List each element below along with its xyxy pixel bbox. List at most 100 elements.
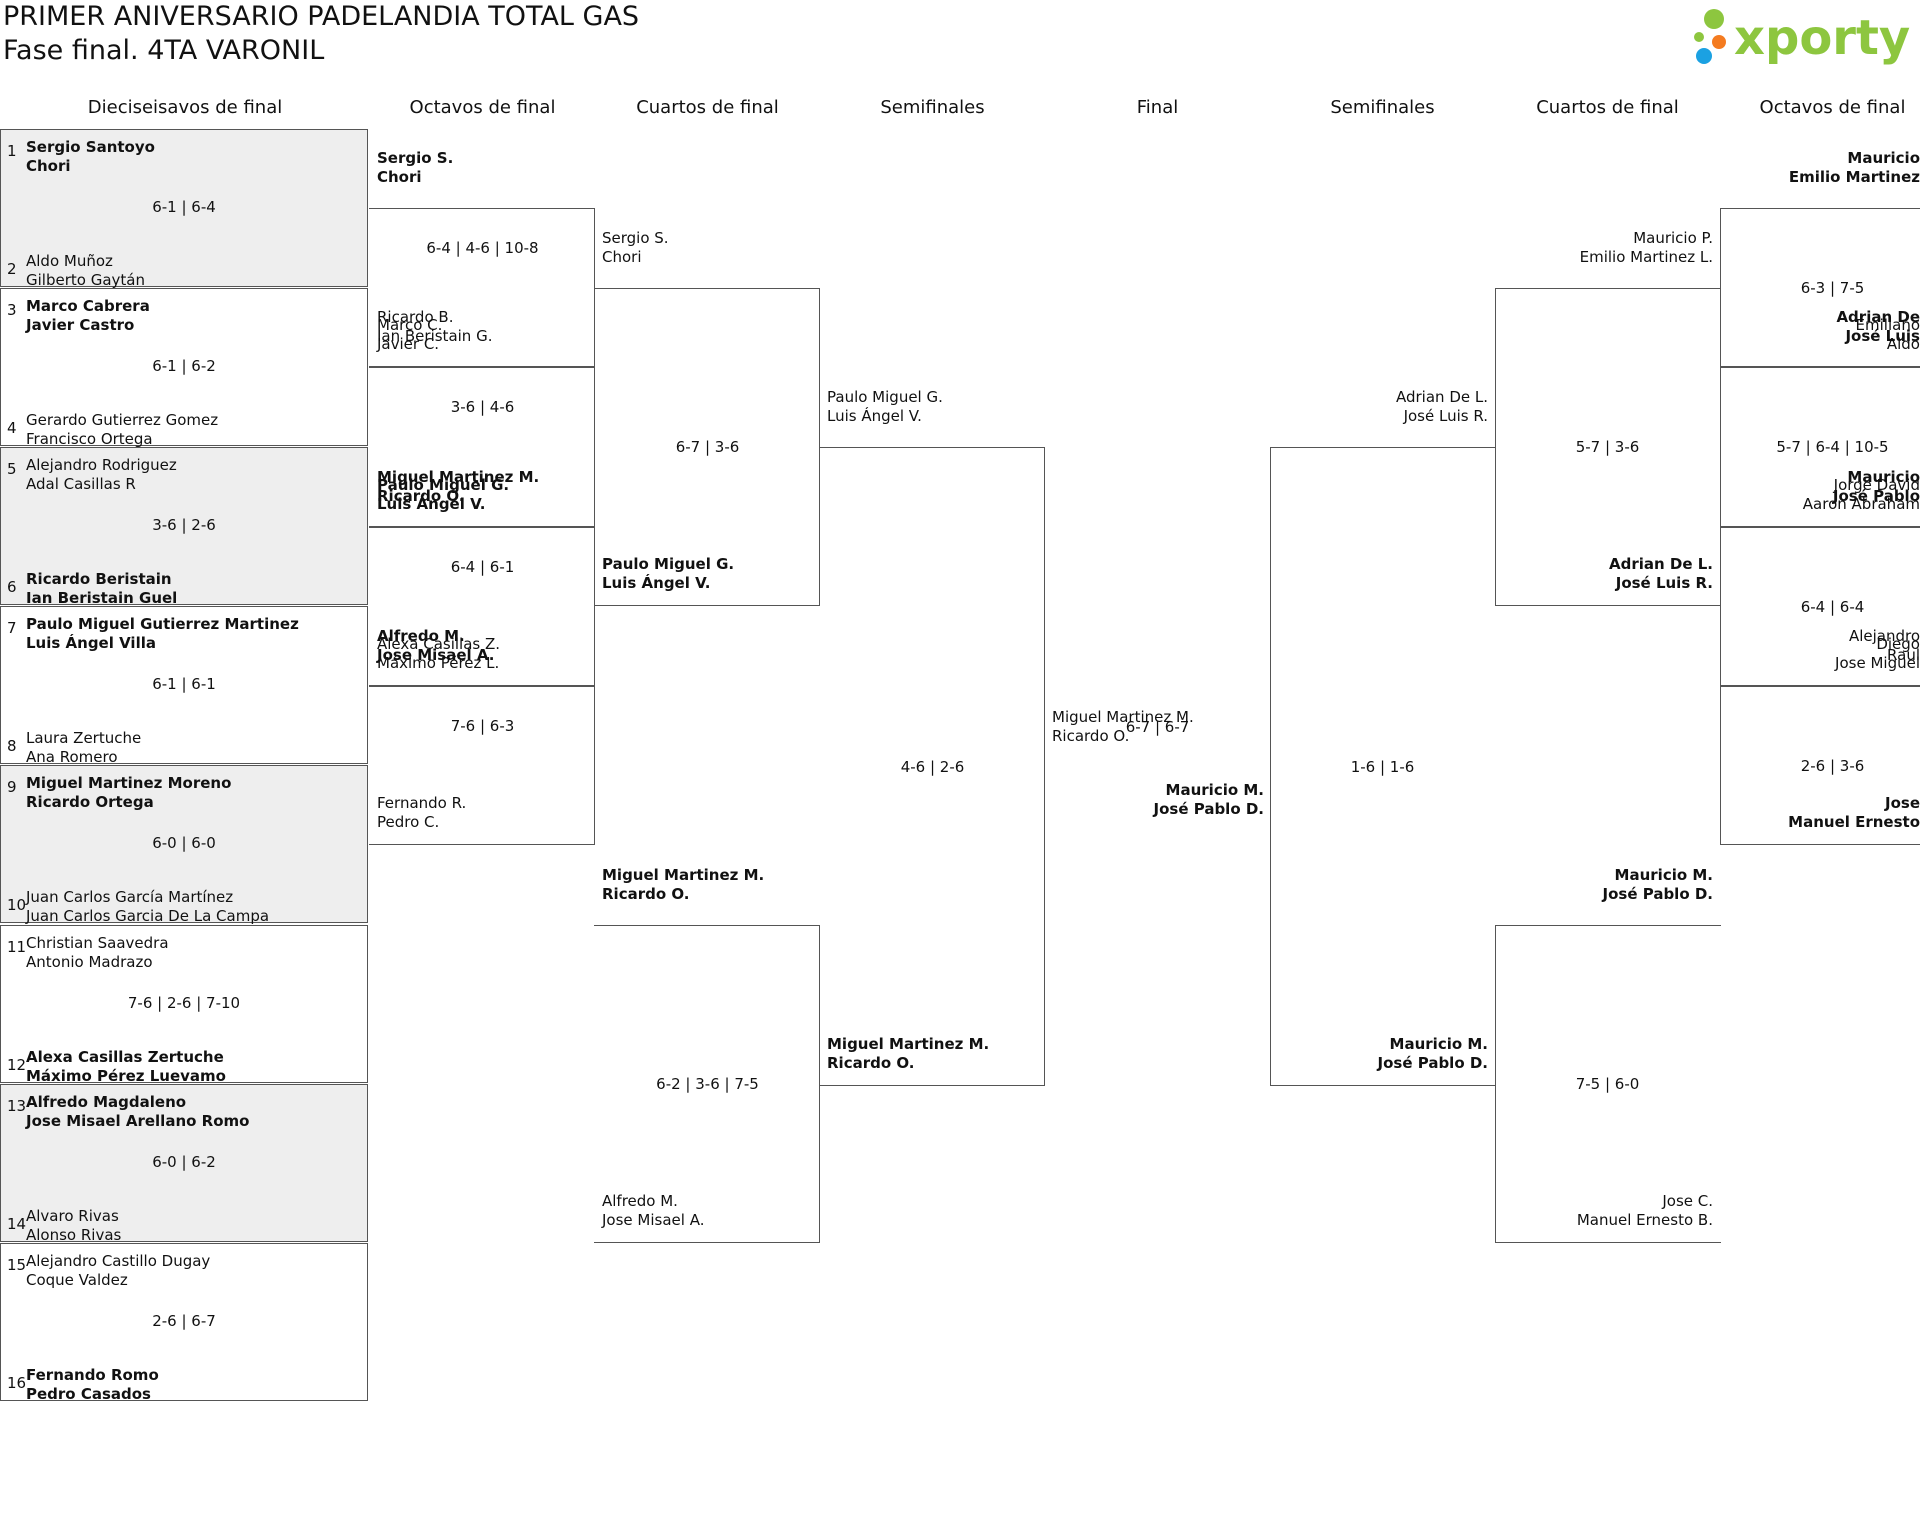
round-heading: Final <box>1136 97 1179 118</box>
team-player-name: Paulo Miguel G. <box>602 555 735 573</box>
team-player-name: Marco Cabrera <box>26 297 150 315</box>
logo-wordmark: xporty <box>1734 10 1910 66</box>
team-player-name: Emilio Martinez L. <box>1579 248 1713 266</box>
team-player-name: Jose Miguel <box>1835 654 1920 672</box>
bracket-connector <box>369 208 595 367</box>
team-player-name: Javier C. <box>377 335 440 353</box>
seed-number: 5 <box>7 460 17 478</box>
bracket-connector <box>594 925 820 1243</box>
team-player-name: Alejandro <box>1848 627 1920 645</box>
match-score: 3-6 | 4-6 <box>450 398 515 416</box>
team-player-name: Gilberto Gaytán <box>26 271 145 289</box>
team-player-name: Chori <box>377 168 422 186</box>
match-score: 6-0 | 6-0 <box>152 834 216 852</box>
seed-number: 12 <box>7 1056 27 1074</box>
team-player-name: Alfredo M. <box>377 627 465 645</box>
team-player-name: Sergio Santoyo <box>26 138 155 156</box>
match-score: 6-4 | 4-6 | 10-8 <box>426 239 539 257</box>
bracket-connector <box>369 527 595 686</box>
seed-number: 7 <box>7 619 17 637</box>
team-player-name: Alvaro Rivas <box>26 1207 119 1225</box>
team-player-name: Chori <box>602 248 642 266</box>
team-player-name: Aldo Muñoz <box>26 252 113 270</box>
team-player-name: Alejandro Castillo Dugay <box>26 1252 211 1270</box>
seed-number: 15 <box>7 1256 27 1274</box>
seed-number: 4 <box>7 419 17 437</box>
team-player-name: Jose C. <box>1662 1192 1713 1210</box>
round-heading: Dieciseisavos de final <box>87 97 283 118</box>
match-score: 6-4 | 6-4 <box>1800 598 1865 616</box>
match-score: 6-3 | 7-5 <box>1800 279 1865 297</box>
match-score: 6-7 | 6-7 <box>1125 718 1190 736</box>
team-player-name: Javier Castro <box>26 316 135 334</box>
team-player-name: Emilio Martinez <box>1788 168 1920 186</box>
match-box[interactable] <box>0 606 368 764</box>
team-player-name: Aaron Abraham <box>1802 495 1920 513</box>
bracket-connector <box>1495 288 1721 606</box>
match-box[interactable] <box>0 1084 368 1242</box>
team-player-name: Fernando Romo <box>26 1366 159 1384</box>
match-score: 6-4 | 6-1 <box>450 558 515 576</box>
match-box[interactable] <box>0 925 368 1083</box>
team-player-name: Mauricio M. <box>1614 866 1713 884</box>
seed-number: 2 <box>7 260 17 278</box>
team-player-name: Ricardo O. <box>377 487 465 505</box>
team-player-name: Ricardo B. <box>377 308 454 326</box>
team-player-name: Miguel Martinez M. <box>1052 708 1194 726</box>
match-score: 6-0 | 6-2 <box>152 1153 216 1171</box>
team-player-name: Gerardo Gutierrez Gomez <box>26 411 219 429</box>
team-player-name: Fernando R. <box>377 794 467 812</box>
bracket-connector <box>369 686 595 845</box>
team-player-name: José Pablo D. <box>1602 885 1713 903</box>
team-player-name: José Luis R. <box>1403 407 1488 425</box>
team-player-name: Jose Misael A. <box>602 1211 705 1229</box>
match-score: 6-2 | 3-6 | 7-5 <box>656 1075 759 1093</box>
match-box[interactable] <box>0 447 368 605</box>
team-player-name: Emiliano <box>1855 316 1920 334</box>
round-heading: Octavos de final <box>1759 97 1906 118</box>
team-player-name: Máximo Pérez L. <box>377 654 500 672</box>
team-player-name: Máximo Pérez Luevamo <box>26 1067 226 1085</box>
team-player-name: Sergio S. <box>377 149 454 167</box>
round-heading: Semifinales <box>880 97 985 118</box>
team-player-name: Alfredo M. <box>602 1192 678 1210</box>
team-player-name: Laura Zertuche <box>26 729 142 747</box>
match-score: 1-6 | 1-6 <box>1350 758 1415 776</box>
team-player-name: José Pablo D. <box>1377 1054 1488 1072</box>
team-player-name: Mauricio M. <box>1165 781 1264 799</box>
seed-number: 3 <box>7 301 17 319</box>
xporty-logo-icon: xporty <box>1694 9 1910 66</box>
team-player-name: José Luis R. <box>1615 574 1713 592</box>
seed-number: 10 <box>7 896 27 914</box>
xporty-logo[interactable]: xporty <box>1690 2 1920 72</box>
match-box[interactable] <box>0 1243 368 1401</box>
team-player-name: Luis Ángel Villa <box>26 634 156 652</box>
match-box[interactable] <box>0 765 368 923</box>
team-player-name: Paulo Miguel G. <box>827 388 943 406</box>
team-player-name: Manuel Ernesto <box>1788 813 1920 831</box>
team-player-name: José Pablo <box>1832 487 1920 505</box>
seed-number: 8 <box>7 737 17 755</box>
team-player-name: Ian Beristain Guel <box>26 589 178 607</box>
bracket-connector <box>1720 686 1920 845</box>
team-player-name: Pedro Casados <box>26 1385 151 1403</box>
team-player-name: Pedro C. <box>377 813 440 831</box>
match-score: 7-6 | 2-6 | 7-10 <box>127 994 241 1012</box>
team-player-name: Ricardo O. <box>827 1054 915 1072</box>
team-player-name: Alejandro Rodriguez <box>26 456 177 474</box>
team-player-name: Mauricio <box>1847 468 1920 486</box>
match-score: 6-1 | 6-2 <box>152 357 216 375</box>
round-heading: Cuartos de final <box>1536 97 1679 118</box>
bracket-connector <box>1495 925 1721 1243</box>
match-box[interactable] <box>0 129 368 287</box>
seed-number: 9 <box>7 778 17 796</box>
team-player-name: Alfredo Magdaleno <box>26 1093 187 1111</box>
team-player-name: Luis Ángel V. <box>377 495 486 513</box>
team-player-name: Miguel Martinez M. <box>602 866 765 884</box>
match-box[interactable] <box>0 288 368 446</box>
seed-number: 14 <box>7 1215 27 1233</box>
match-score: 2-6 | 6-7 <box>152 1312 216 1330</box>
team-player-name: Jose Misael A. <box>377 646 495 664</box>
team-player-name: Luis Ángel V. <box>602 574 711 592</box>
round-heading: Octavos de final <box>409 97 556 118</box>
